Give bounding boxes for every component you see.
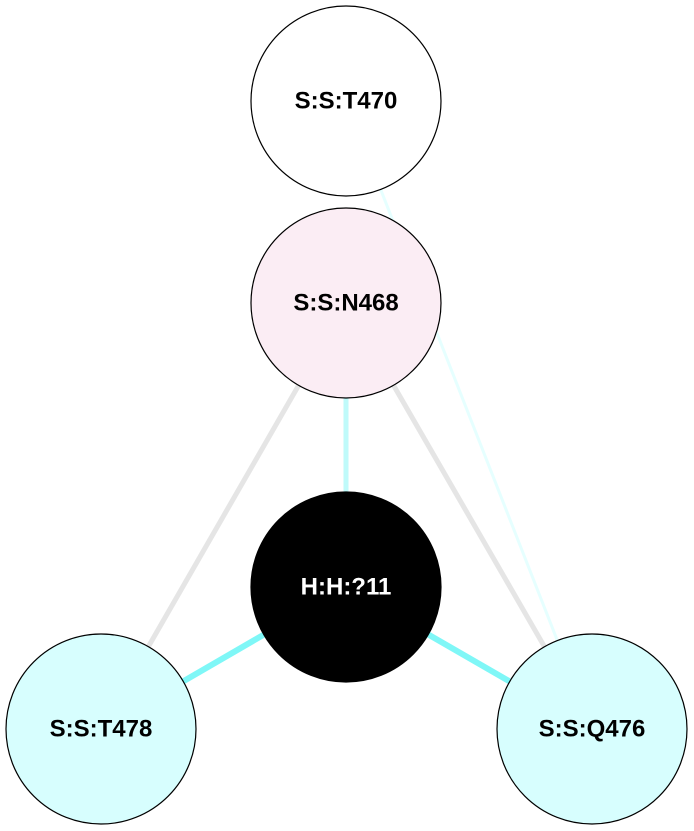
edge-t470-q476 [344,99,594,731]
node-label: S:S:T478 [50,716,153,743]
node-t470[interactable]: S:S:T470 [250,5,442,197]
node-circle [5,633,197,825]
node-circle [250,491,442,683]
node-label: S:S:T470 [295,88,398,115]
node-label: S:S:Q476 [539,716,646,743]
node-h11[interactable]: H:H:?11 [250,491,442,683]
node-n468[interactable]: S:S:N468 [250,207,442,399]
node-circle [250,207,442,399]
node-q476[interactable]: S:S:Q476 [496,633,688,825]
node-circle [496,633,688,825]
node-label: H:H:?11 [301,574,392,601]
node-label: S:S:N468 [293,290,398,317]
node-circle [250,5,442,197]
node-t478[interactable]: S:S:T478 [5,633,197,825]
